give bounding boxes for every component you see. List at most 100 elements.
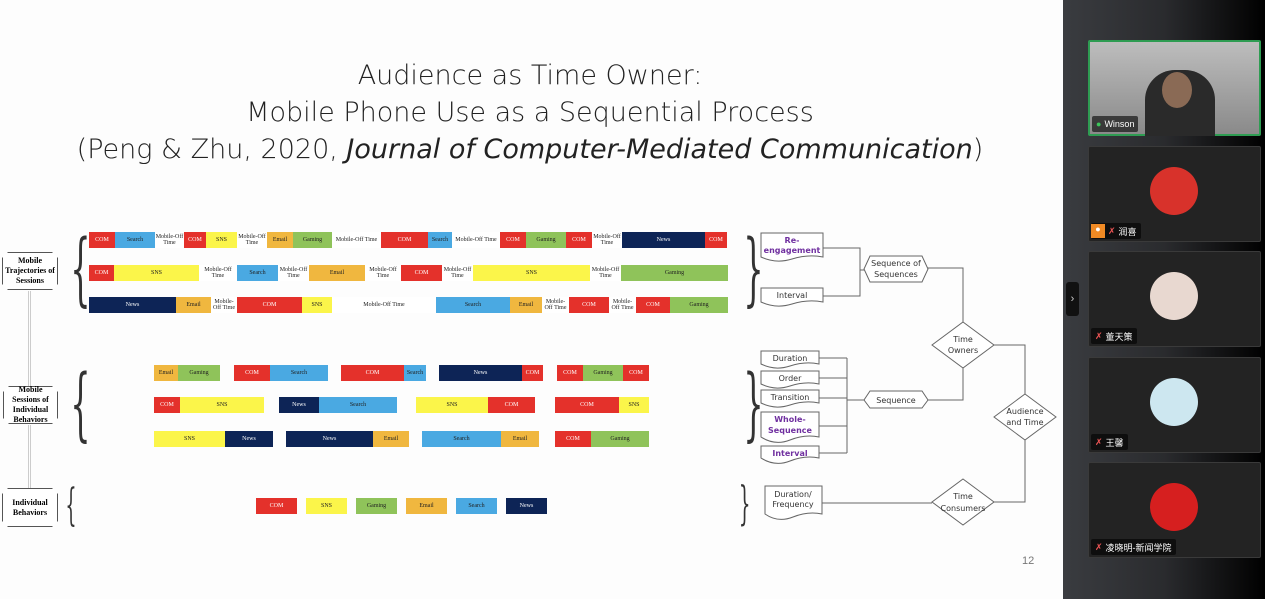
- segment-news: News: [286, 431, 373, 447]
- segment-com: COM: [705, 232, 727, 248]
- label-sequence-of: Sequence of: [871, 259, 921, 268]
- segment-mobile-off-time: Mobile-Off Time: [542, 297, 569, 313]
- segment-news: News: [506, 498, 547, 514]
- segment-com: COM: [488, 397, 535, 413]
- segment-com: COM: [623, 365, 649, 381]
- segment-com: COM: [234, 365, 270, 381]
- citation-close: ): [972, 134, 984, 165]
- avatar: [1150, 272, 1198, 320]
- participant-tile[interactable]: ●✗润喜: [1088, 146, 1261, 242]
- connector: [993, 344, 1026, 503]
- segment-com: COM: [256, 498, 297, 514]
- segment-gaming: Gaming: [583, 365, 623, 381]
- segment-com: COM: [89, 265, 114, 281]
- segment-mobile-off-time: Mobile-Off Time: [237, 232, 267, 248]
- avatar: [1150, 167, 1198, 215]
- label-frequency: Frequency: [772, 500, 814, 509]
- name-tag: ✗凌晓明-新闻学院: [1091, 539, 1176, 555]
- segment-com: COM: [184, 232, 206, 248]
- name-tag: ●✗润喜: [1091, 223, 1141, 239]
- segment-mobile-off-time: Mobile-Off Time: [365, 265, 401, 281]
- segment-news: News: [279, 397, 319, 413]
- segment-com: COM: [381, 232, 428, 248]
- segment-mobile-off-time: Mobile-Off Time: [199, 265, 237, 281]
- segment-news: News: [225, 431, 273, 447]
- label-time: Time: [952, 335, 973, 344]
- doc-box-interval-mid: [760, 445, 820, 464]
- brace: {: [70, 357, 91, 450]
- label-and-time: and Time: [1006, 418, 1043, 427]
- segment-mobile-off-time: Mobile-Off Time: [442, 265, 473, 281]
- participant-tile[interactable]: ✗凌晓明-新闻学院: [1088, 462, 1261, 558]
- chevron-right-icon[interactable]: ›: [1066, 282, 1079, 316]
- segment-email: Email: [176, 297, 211, 313]
- diamond-time-consumers: [931, 478, 995, 526]
- label-interval-mid: Interval: [772, 449, 807, 458]
- segment-search: Search: [319, 397, 397, 413]
- name-tag: ✗董天策: [1091, 328, 1137, 344]
- segment-search: Search: [422, 431, 501, 447]
- segment-mobile-off-time: Mobile-Off Time: [332, 297, 436, 313]
- avatar: [1150, 378, 1198, 426]
- segment-email: Email: [510, 297, 542, 313]
- segment-email: Email: [373, 431, 409, 447]
- label-owners: Owners: [948, 346, 978, 355]
- segment-com: COM: [555, 397, 619, 413]
- segment-sns: SNS: [302, 297, 332, 313]
- label-whole: Whole-: [774, 415, 806, 424]
- behavior-item: Email: [406, 498, 447, 514]
- segment-search: Search: [428, 232, 452, 248]
- segment-news: News: [439, 365, 522, 381]
- doc-box-interval: [760, 287, 824, 307]
- mic-muted-icon: ✗: [1095, 541, 1103, 552]
- participant-tile[interactable]: ●Winson: [1088, 40, 1261, 136]
- segment-com: COM: [555, 431, 591, 447]
- name-tag: ✗王馨: [1091, 434, 1128, 450]
- segment-com: COM: [566, 232, 592, 248]
- segment-com: COM: [569, 297, 609, 313]
- segment-mobile-off-time: Mobile-Off Time: [590, 265, 621, 281]
- level-label-sessions: Mobile Sessions of Individual Behaviors: [3, 386, 58, 424]
- segment-search: Search: [237, 265, 278, 281]
- segment-gaming: Gaming: [591, 431, 649, 447]
- segment-search: Search: [270, 365, 328, 381]
- segment-email: Email: [154, 365, 178, 381]
- label-sequence: Sequence: [876, 396, 916, 405]
- concept-diagram: Re- engagement Interval Sequence of Sequ…: [760, 232, 1057, 526]
- mic-on-icon: ●: [1096, 119, 1102, 129]
- hex-sequence-of-sequences: [863, 255, 929, 283]
- mic-muted-icon: ✗: [1095, 330, 1103, 341]
- participant-name: 董天策: [1105, 331, 1133, 342]
- segment-search: Search: [115, 232, 155, 248]
- segment-mobile-off-time: Mobile-Off Time: [592, 232, 622, 248]
- behavior-item: Search: [456, 498, 497, 514]
- participant-tile[interactable]: ✗董天策: [1088, 251, 1261, 347]
- diamond-time-owners: [931, 321, 995, 369]
- segment-gaming: Gaming: [293, 232, 332, 248]
- segment-mobile-off-time: Mobile-Off Time: [609, 297, 636, 313]
- slide-title-line1: Audience as Time Owner:: [357, 60, 703, 91]
- avatar: [1150, 483, 1198, 531]
- segment-sns: SNS: [180, 397, 264, 413]
- doc-box-duration-frequency: [764, 485, 823, 520]
- label-consumers: Consumers: [941, 504, 986, 513]
- doc-box-reengagement: [760, 232, 824, 262]
- segment-com: COM: [89, 232, 115, 248]
- participant-tile[interactable]: ✗王馨: [1088, 357, 1261, 453]
- arrow-up: [28, 425, 31, 488]
- behavior-item: News: [506, 498, 547, 514]
- segment-gaming: Gaming: [356, 498, 397, 514]
- label-re: Re-: [785, 236, 800, 245]
- citation-journal: Journal of Computer-Mediated Communicati…: [346, 134, 973, 165]
- behavior-item: SNS: [306, 498, 347, 514]
- slide-title-line2: Mobile Phone Use as a Sequential Process: [246, 97, 814, 128]
- video-face: [1162, 72, 1192, 108]
